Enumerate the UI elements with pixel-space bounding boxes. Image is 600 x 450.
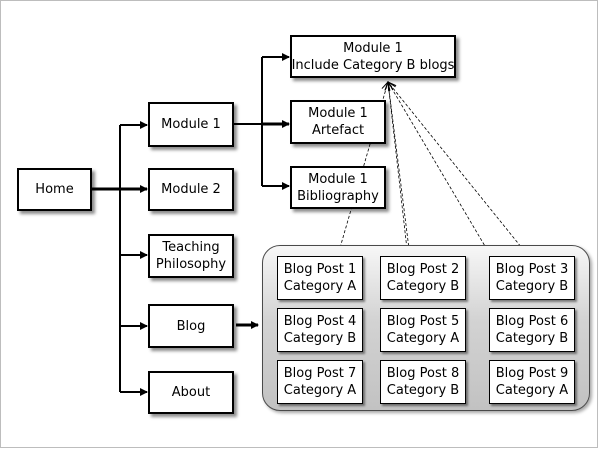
blog-post-card: Blog Post 1 Category A — [277, 256, 363, 300]
post-title: Blog Post 4 — [283, 314, 357, 329]
post-title: Blog Post 3 — [495, 262, 569, 277]
post-category: Category A — [283, 383, 357, 398]
post-category: Category A — [283, 279, 357, 294]
module1-label: Module 1 — [161, 117, 221, 132]
post-category: Category B — [386, 279, 460, 294]
blog-post-card: Blog Post 6 Category B — [489, 308, 575, 352]
module1-artefact-node: Module 1 Artefact — [290, 100, 386, 144]
blog-label: Blog — [176, 318, 206, 334]
post-category: Category B — [495, 331, 569, 346]
module1-node: Module 1 — [148, 102, 234, 147]
mod-artefact-line2: Artefact — [311, 123, 365, 138]
blog-node: Blog — [148, 304, 234, 348]
post-category: Category B — [495, 279, 569, 294]
module1-bibliography-node: Module 1 Bibliography — [290, 166, 386, 209]
mod-artefact-line1: Module 1 — [308, 106, 368, 121]
teaching-label-line2: Philosophy — [155, 257, 227, 272]
teaching-philosophy-node: Teaching Philosophy — [148, 234, 234, 278]
blog-post-card: Blog Post 9 Category A — [489, 360, 575, 404]
post-title: Blog Post 7 — [283, 366, 357, 381]
about-label: About — [171, 385, 211, 400]
mod-biblio-line2: Bibliography — [297, 188, 379, 204]
post-category: Category A — [495, 383, 569, 398]
module2-node: Module 2 — [148, 168, 234, 211]
blog-post-card: Blog Post 2 Category B — [380, 256, 466, 300]
blog-post-card: Blog Post 8 Category B — [380, 360, 466, 404]
post-title: Blog Post 1 — [283, 262, 357, 277]
module1-include-node: Module 1 Include Category B blogs — [290, 35, 456, 78]
module1-connectors — [234, 53, 290, 190]
home-connectors — [92, 121, 148, 396]
about-node: About — [148, 371, 234, 414]
module2-label: Module 2 — [161, 182, 221, 197]
mod-include-line2: Include Category B blogs — [291, 57, 455, 73]
blog-post-card: Blog Post 4 Category B — [277, 308, 363, 352]
blog-post-card: Blog Post 7 Category A — [277, 360, 363, 404]
home-label: Home — [35, 182, 74, 197]
post-title: Blog Post 8 — [386, 366, 460, 381]
blog-post-card: Blog Post 5 Category A — [380, 308, 466, 352]
mod-biblio-line1: Module 1 — [308, 171, 368, 187]
blog-post-card: Blog Post 3 Category B — [489, 256, 575, 300]
post-category: Category A — [386, 331, 460, 346]
post-title: Blog Post 6 — [495, 314, 569, 329]
post-category: Category B — [283, 331, 357, 346]
home-node: Home — [17, 168, 92, 211]
teaching-label-line1: Teaching — [162, 240, 220, 255]
post-title: Blog Post 2 — [386, 262, 460, 277]
post-title: Blog Post 5 — [386, 314, 460, 329]
mod-include-line1: Module 1 — [343, 40, 403, 56]
post-category: Category B — [386, 383, 460, 398]
post-title: Blog Post 9 — [495, 366, 569, 381]
